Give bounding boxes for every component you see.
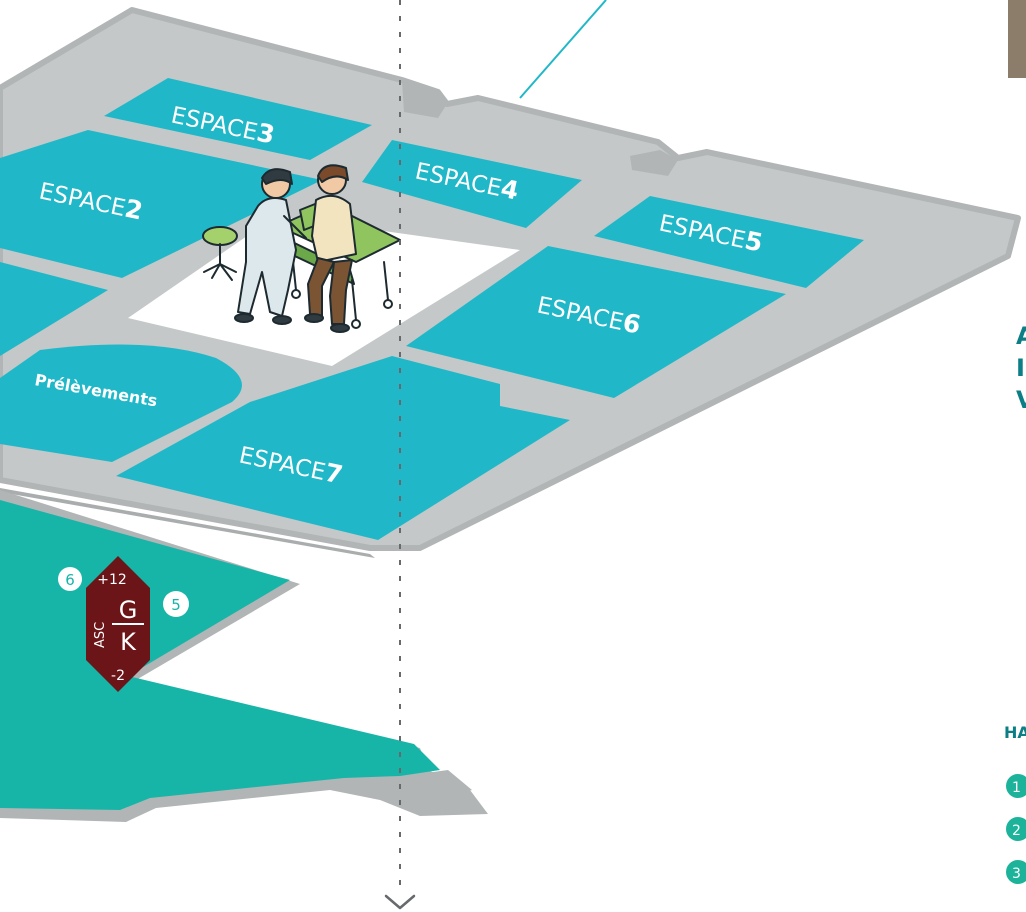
room-left-partial[interactable] — [0, 262, 108, 356]
wall-notch-2 — [630, 150, 678, 176]
side-list-badge-3 — [1006, 860, 1026, 884]
room-espace-4[interactable] — [362, 140, 582, 228]
stool-icon — [202, 226, 238, 281]
side-list-number-3: 3 — [1012, 866, 1021, 882]
room-espace-7[interactable] — [116, 356, 570, 540]
room-espace-2[interactable] — [0, 130, 322, 278]
elevator-up-floors: +12 — [97, 572, 127, 588]
callout-line — [519, 0, 607, 99]
elevator-asc-label: ASC — [93, 622, 108, 648]
wall-notch-1 — [402, 80, 447, 118]
doctor-patient-illustration — [202, 164, 401, 333]
badge-left-inner — [60, 569, 80, 589]
patient-icon — [304, 164, 357, 333]
doctor-icon — [234, 168, 307, 325]
room-espace-6[interactable] — [406, 246, 786, 398]
room-espace-3[interactable] — [104, 78, 372, 160]
elevator-top-letter: G — [119, 596, 138, 624]
side-letter-i: I — [1016, 354, 1025, 382]
photo-corner — [1008, 0, 1026, 78]
side-heading: HA — [1004, 723, 1026, 742]
side-letter-v: V — [1016, 386, 1026, 414]
room-prelevements[interactable] — [0, 344, 242, 462]
room-consultation — [128, 216, 520, 366]
side-list-number-2: 2 — [1012, 823, 1021, 839]
side-panel: A I V HA 1 2 3 — [1004, 322, 1026, 884]
elevator-down-arrow — [86, 660, 150, 692]
elevator-down-floors: -2 — [111, 668, 125, 684]
side-list-badge-2 — [1006, 817, 1026, 841]
badge-right — [163, 591, 189, 617]
lower-floor-notch — [404, 770, 472, 800]
side-list-badge-1 — [1006, 774, 1026, 798]
elevator-up-arrow — [86, 556, 150, 588]
badge-left-number: 6 — [65, 571, 75, 589]
side-list-number-1: 1 — [1012, 780, 1021, 796]
elevator-bottom-letter: K — [120, 628, 137, 656]
side-letter-a: A — [1016, 322, 1026, 350]
upper-floor-slab-side — [0, 488, 375, 558]
badge-right-number: 5 — [171, 596, 181, 614]
elevator-marker[interactable]: +12 ASC G K -2 6 5 — [58, 556, 189, 692]
room-espace-5[interactable] — [594, 196, 864, 288]
chevron-down-icon[interactable] — [384, 894, 416, 910]
rooms — [0, 78, 864, 540]
